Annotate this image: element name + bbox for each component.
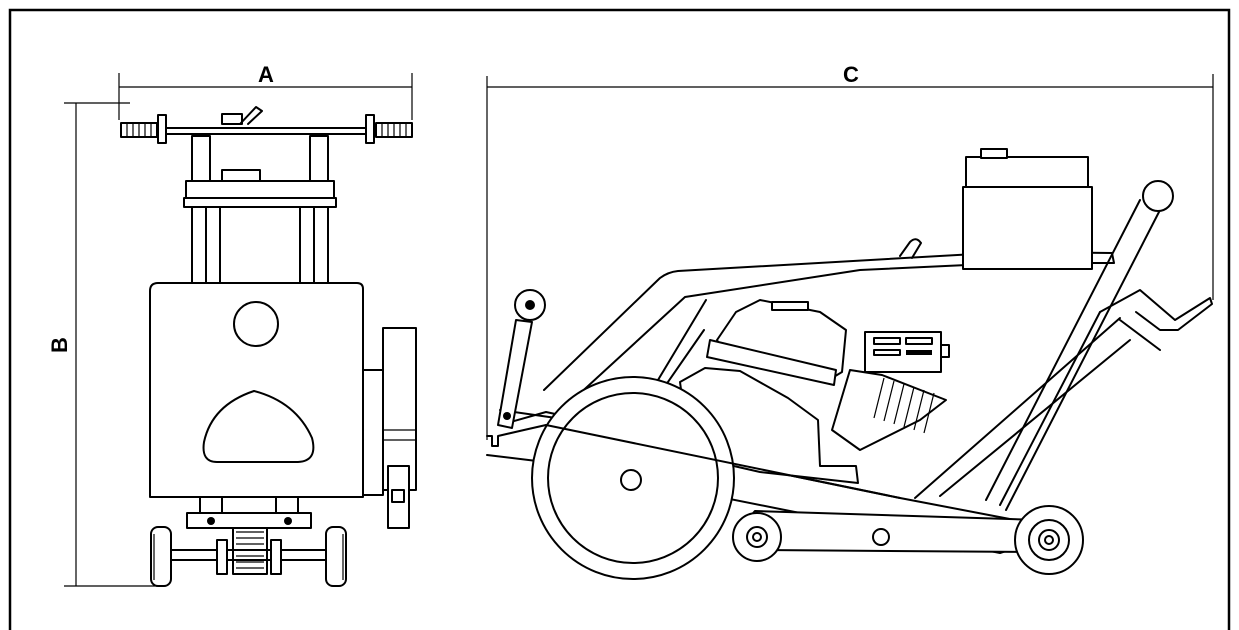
side-pivot-arm [497, 289, 546, 429]
side-fuel-tank [962, 148, 1093, 270]
dimension-a-label: A [258, 62, 274, 87]
dimension-c-label: C [843, 62, 859, 87]
dimension-b: B [47, 102, 165, 587]
side-carriage [732, 505, 1084, 575]
front-left-wheel [150, 526, 172, 587]
side-view [486, 148, 1213, 580]
dimension-c: C [486, 62, 1214, 440]
handlebar [120, 106, 413, 144]
outer-border [8, 8, 1231, 630]
handle-posts [183, 135, 337, 284]
dimension-a: A [118, 62, 413, 120]
front-blade-guard [362, 327, 417, 529]
side-blade [531, 376, 901, 580]
side-control-box [864, 331, 950, 373]
dimension-b-label: B [47, 337, 72, 353]
front-carriage [169, 496, 331, 575]
front-housing [149, 282, 364, 498]
front-porthole [233, 301, 279, 347]
front-view [120, 106, 417, 587]
handle-knob [1142, 180, 1174, 212]
front-vent-opening [202, 390, 315, 463]
front-right-wheel [325, 526, 347, 587]
side-handle [914, 180, 1213, 511]
front-wheels [150, 526, 347, 587]
